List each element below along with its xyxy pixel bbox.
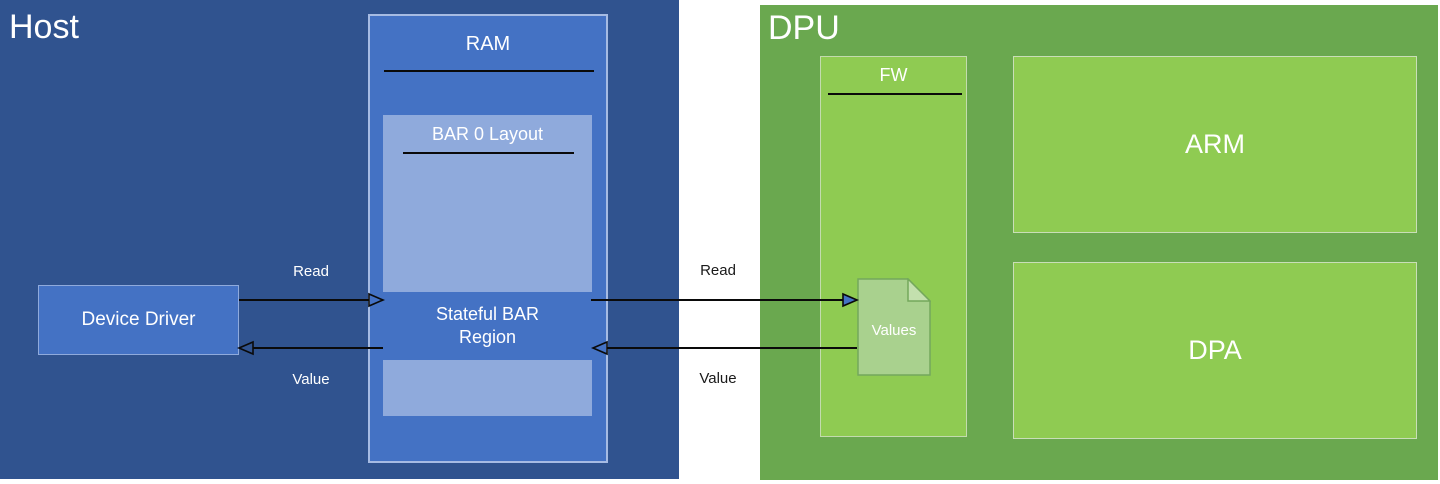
- values-label: Values: [871, 322, 917, 339]
- dpu-value-label: Value: [699, 370, 737, 387]
- dpu-read-label: Read: [700, 262, 736, 279]
- stateful-bar-region-box: Stateful BAR Region: [383, 292, 592, 360]
- arm-label: ARM: [1185, 129, 1245, 159]
- document-page-shape: [857, 278, 931, 376]
- bar0-layout-title: BAR 0 Layout: [431, 124, 544, 144]
- fw-box: FW Values: [820, 56, 967, 437]
- device-driver-box: Device Driver: [38, 285, 239, 355]
- dpa-box: DPA: [1013, 262, 1417, 439]
- dpu-title: DPU: [768, 9, 840, 47]
- ram-title: RAM: [465, 33, 511, 55]
- dpu-container: DPU FW Values ARM DPA: [760, 5, 1438, 480]
- bar0-layout-box: BAR 0 Layout Stateful BAR Region: [383, 115, 592, 416]
- host-container: Host Device Driver RAM BAR 0 Layout Stat…: [0, 0, 679, 479]
- device-driver-label: Device Driver: [81, 309, 196, 330]
- host-value-label: Value: [292, 371, 330, 388]
- host-read-label: Read: [293, 263, 329, 280]
- stateful-bar-region-label: Stateful BAR Region: [435, 303, 540, 347]
- arm-box: ARM: [1013, 56, 1417, 233]
- fw-title: FW: [879, 65, 908, 85]
- bar0-title-underline: [403, 152, 574, 154]
- ram-title-underline: [384, 70, 594, 72]
- ram-box: RAM BAR 0 Layout Stateful BAR Region: [368, 14, 608, 463]
- fw-title-underline: [828, 93, 962, 95]
- document-icon: [857, 278, 931, 376]
- host-title: Host: [9, 8, 79, 46]
- document-fold-corner: [907, 278, 931, 302]
- dpa-label: DPA: [1188, 335, 1242, 365]
